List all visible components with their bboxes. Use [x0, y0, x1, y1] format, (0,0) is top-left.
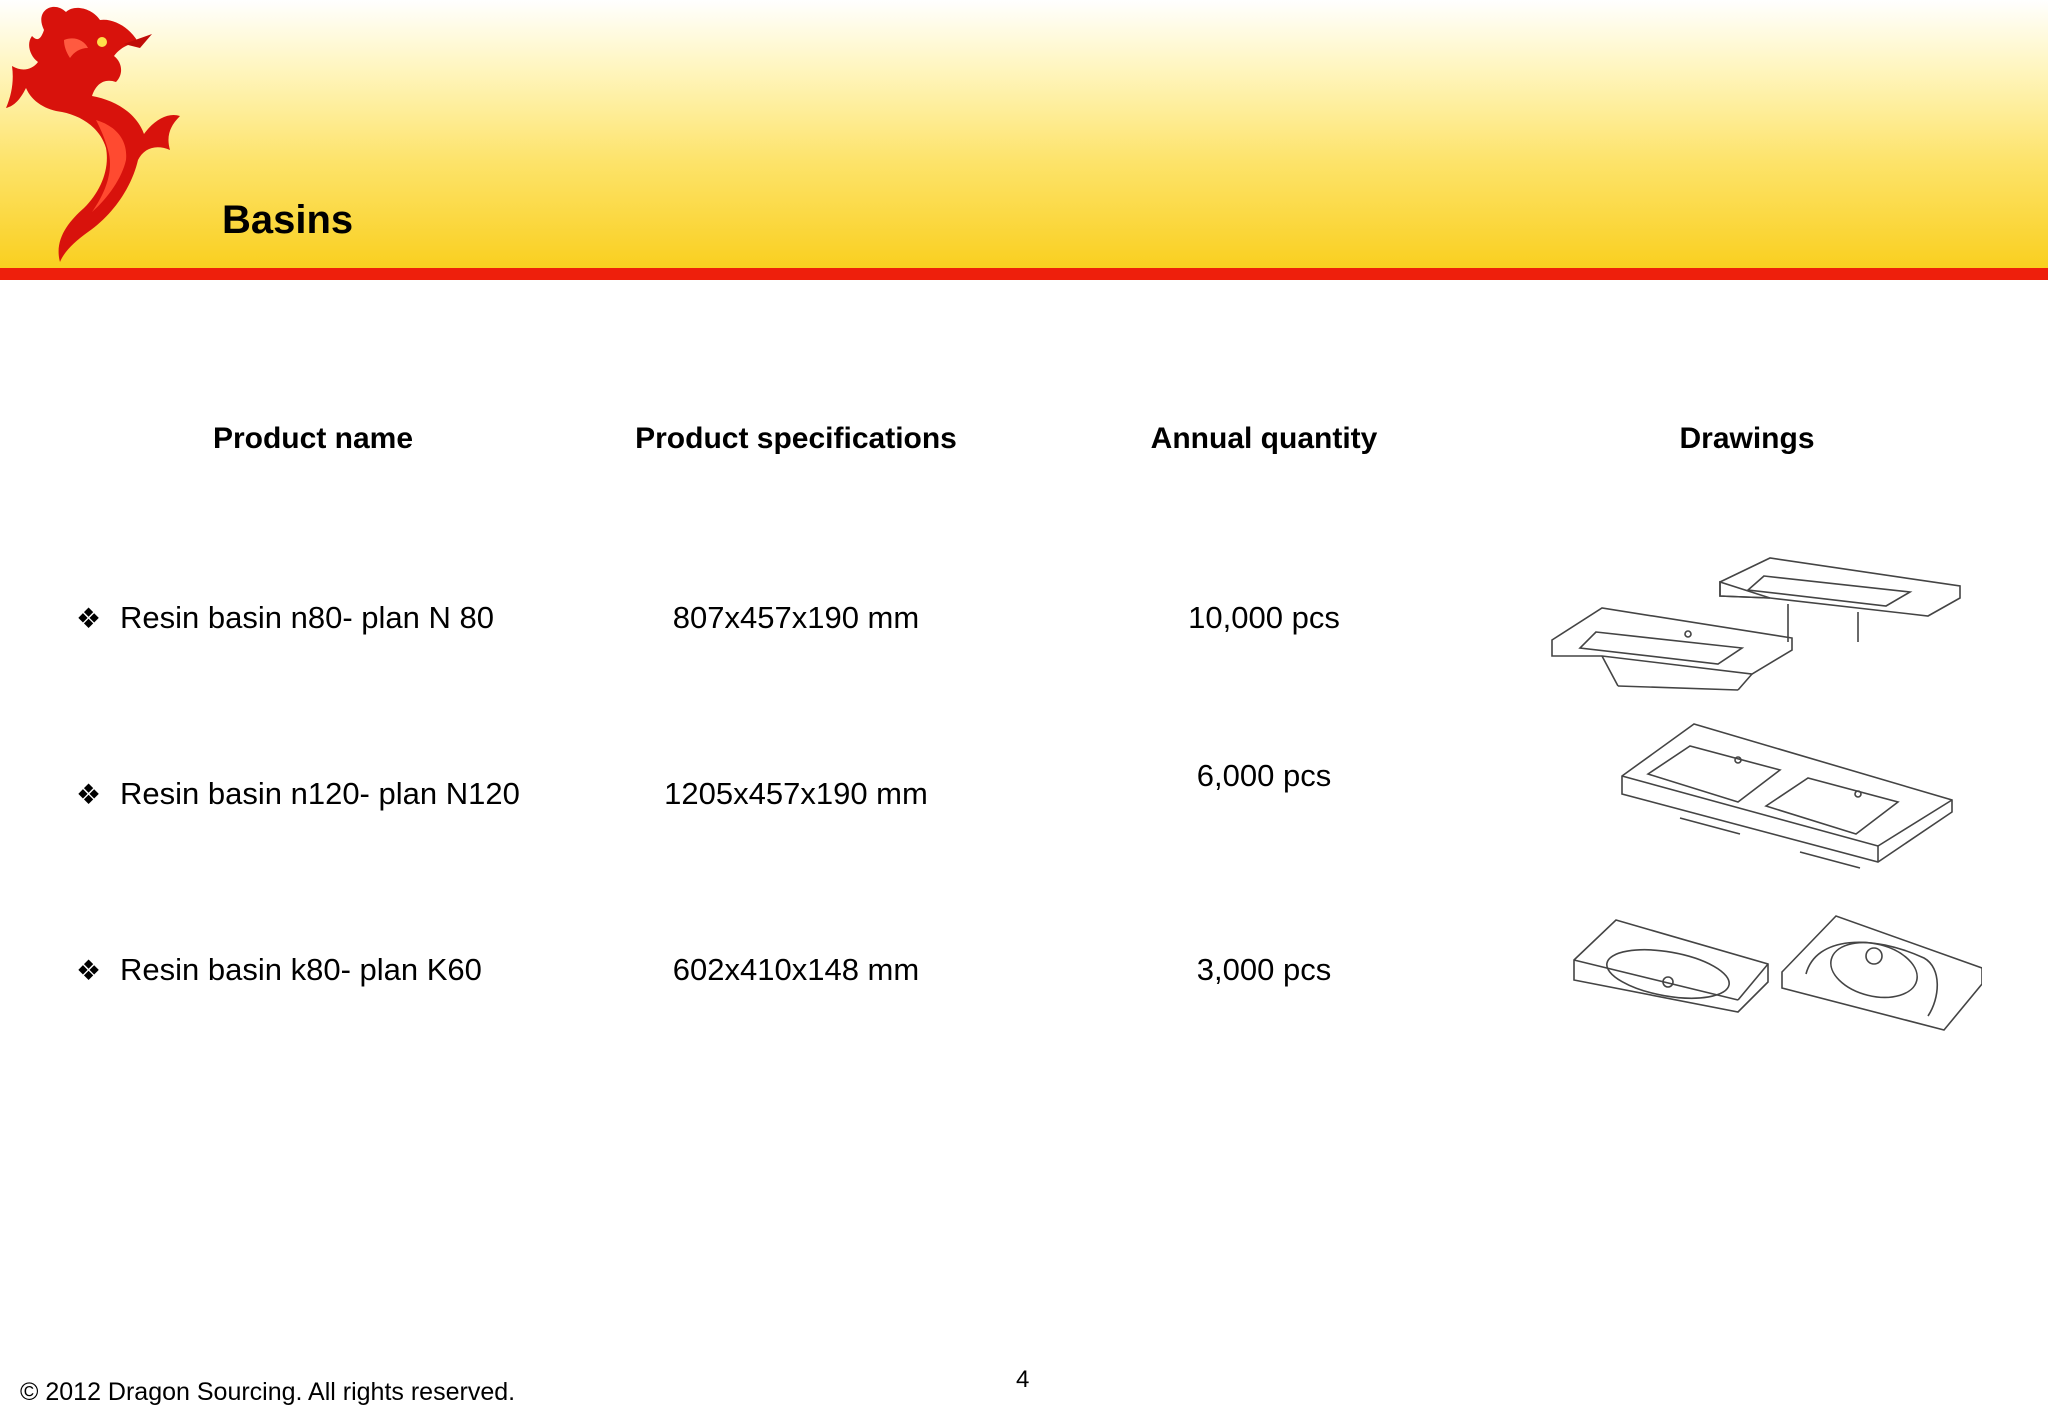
- table-row-name: ❖ Resin basin n120- plan N120: [76, 776, 520, 812]
- annual-quantity: 3,000 pcs: [1196, 952, 1332, 987]
- header-band: [0, 0, 2048, 270]
- header-annual-quantity: Annual quantity: [1150, 422, 1378, 455]
- header-product-name: Product name: [212, 422, 414, 455]
- double-basin-drawing-icon: [1621, 723, 1953, 869]
- single-basin-drawing-icon: [1551, 557, 1961, 691]
- product-name: Resin basin k80- plan K60: [120, 952, 482, 987]
- dragon-logo-icon: [6, 6, 180, 262]
- product-spec: 1205x457x190 mm: [664, 776, 928, 811]
- product-spec: 807x457x190 mm: [672, 600, 920, 635]
- header-drawings: Drawings: [1679, 422, 1815, 455]
- product-name: Resin basin n120- plan N120: [120, 776, 520, 811]
- page-number: 4: [1016, 1366, 1030, 1393]
- product-name: Resin basin n80- plan N 80: [120, 600, 494, 635]
- header-product-specifications: Product specifications: [635, 422, 957, 455]
- table-row-name: ❖ Resin basin k80- plan K60: [76, 952, 482, 988]
- table-row-name: ❖ Resin basin n80- plan N 80: [76, 600, 494, 636]
- product-spec: 602x410x148 mm: [672, 952, 920, 987]
- diamond-bullet-icon: ❖: [76, 955, 102, 986]
- annual-quantity: 10,000 pcs: [1188, 600, 1340, 635]
- diamond-bullet-icon: ❖: [76, 779, 102, 810]
- header-divider: [0, 268, 2048, 280]
- copyright-footer: © 2012 Dragon Sourcing. All rights reser…: [20, 1378, 516, 1406]
- oval-basin-drawing-icon: [1573, 915, 1982, 1031]
- annual-quantity: 6,000 pcs: [1196, 758, 1332, 793]
- slide-title: Basins: [222, 198, 354, 242]
- diamond-bullet-icon: ❖: [76, 603, 102, 634]
